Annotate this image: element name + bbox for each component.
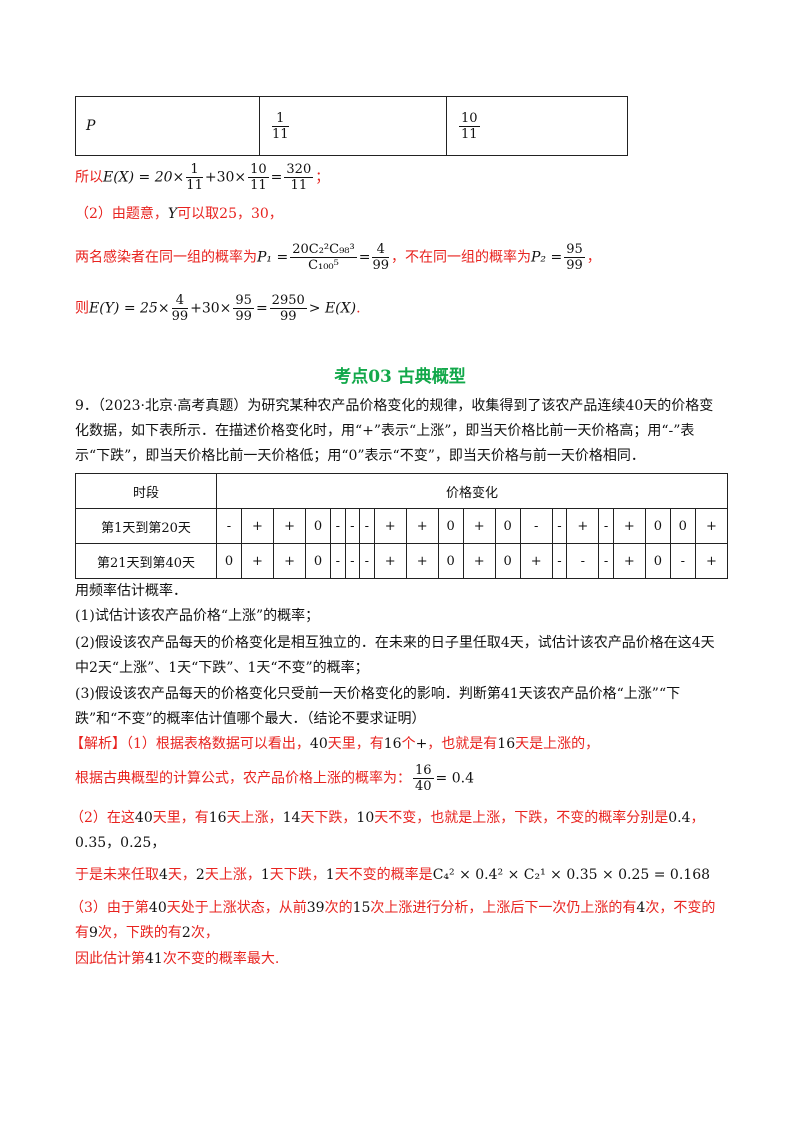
subquestion-3-line-1: (3)假设该农产品每天的价格变化只受前一天价格变化的影响．判断第41天该农产品价…: [75, 686, 681, 702]
price-cell: -: [344, 508, 361, 544]
row-label-1: 第1天到第20天: [75, 508, 217, 544]
price-cell: 0: [437, 543, 464, 579]
solution-part-2-line-2: 0.35，0.25，: [75, 835, 166, 851]
price-cell: -: [519, 508, 553, 544]
section-heading: 考点03 古典概型: [334, 367, 466, 387]
prob-row-label: P: [75, 96, 260, 156]
price-cell: -: [551, 508, 568, 544]
price-cell: +: [272, 508, 307, 544]
price-cell: +: [694, 508, 729, 544]
part2-intro: （2）由题意，Y可以取25，30，: [75, 206, 283, 222]
solution-part-2-line-3: 于是未来任取4天，2天上涨，1天下跌，1天不变的概率是C₄² × 0.4² × …: [75, 867, 711, 883]
price-cell: 0: [305, 543, 331, 579]
subquestion-2-line-2: 中2天“上涨”、1天“下跌”、1天“不变”的概率；: [75, 660, 369, 676]
instruction: 用频率估计概率．: [75, 583, 187, 599]
price-cell: +: [240, 508, 275, 544]
price-cell: -: [330, 508, 346, 544]
row-label-2: 第21天到第40天: [75, 543, 217, 579]
subquestion-3-line-2: 跌”和“不变”的概率估计值哪个最大．（结论不要求证明）: [75, 711, 426, 727]
solution-part-3-line-1: （3）由于第40天处于上涨状态，从前39次的15次上涨进行分析，上涨后下一次仍上…: [70, 900, 716, 916]
solution-conclusion: 因此估计第41次不变的概率最大.: [75, 951, 280, 967]
price-cell: +: [612, 508, 646, 544]
price-cell: +: [462, 543, 496, 579]
price-cell: +: [462, 508, 496, 544]
price-cell: +: [373, 543, 407, 579]
price-cell: -: [551, 543, 568, 579]
price-cell: -: [344, 543, 361, 579]
header-period: 时段: [75, 473, 217, 509]
price-cell: -: [359, 543, 375, 579]
price-cell: +: [612, 543, 646, 579]
price-cell: +: [240, 543, 275, 579]
price-cell: 0: [494, 508, 521, 544]
price-cell: -: [566, 543, 600, 579]
price-cell: 0: [644, 508, 671, 544]
question-9-line-1: 9．（2023·北京·高考真题）为研究某种农产品价格变化的规律，收集得到了该农产…: [75, 398, 714, 414]
price-cell: 0: [669, 508, 696, 544]
price-cell: +: [519, 543, 553, 579]
price-cell: 0: [494, 543, 521, 579]
price-cell: 0: [437, 508, 464, 544]
solution-part-1: 【解析】（1）根据表格数据可以看出，40天里，有16个+，也就是有16天是上涨的…: [70, 736, 600, 752]
subquestion-1: (1)试估计该农产品价格“上涨”的概率；: [75, 608, 320, 624]
price-cell: -: [669, 543, 696, 579]
price-cell: 0: [305, 508, 331, 544]
subquestion-2-line-1: (2)假设该农产品每天的价格变化是相互独立的．在未来的日子里任取4天，试估计该农…: [75, 635, 715, 651]
header-price-change: 价格变化: [216, 473, 728, 509]
solution-part-2-line-1: （2）在这40天里，有16天上涨，14天下跌，10天不变，也就是上涨，下跌，不变…: [70, 810, 705, 826]
question-9-line-2: 化数据，如下表所示．在描述价格变化时，用“+”表示“上涨”，即当天价格比前一天价…: [75, 423, 695, 439]
solution-part-3-line-2: 有9次，下跌的有2次，: [75, 925, 219, 941]
price-cell: -: [330, 543, 346, 579]
price-cell: +: [272, 543, 307, 579]
price-cell: -: [598, 543, 614, 579]
price-cell: +: [373, 508, 407, 544]
price-cell: +: [566, 508, 600, 544]
price-cell: -: [598, 508, 614, 544]
price-cell: +: [694, 543, 729, 579]
question-9-line-3: 示“下跌”，即当天价格比前一天价格低；用“0”表示“不变”，即当天价格与前一天价…: [75, 448, 645, 464]
price-cell: -: [359, 508, 375, 544]
price-cell: +: [405, 543, 439, 579]
price-cell: +: [405, 508, 439, 544]
price-cell: 0: [644, 543, 671, 579]
price-cell: -: [216, 508, 242, 544]
price-cell: 0: [216, 543, 242, 579]
